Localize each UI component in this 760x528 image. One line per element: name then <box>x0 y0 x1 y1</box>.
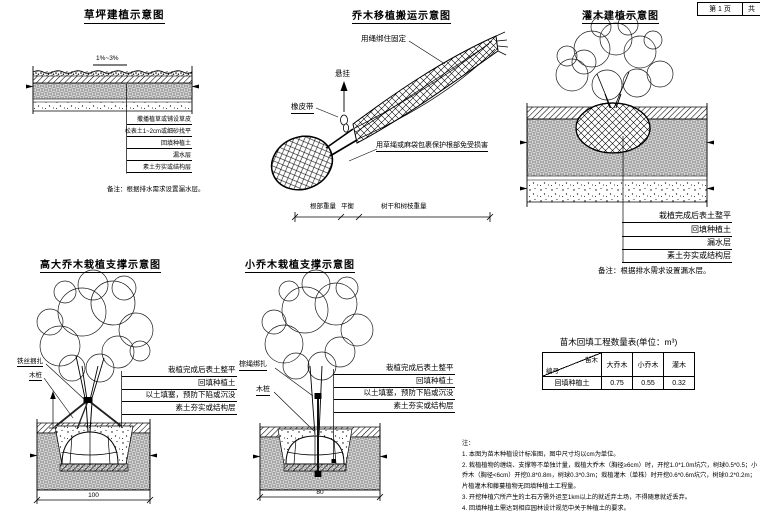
layer-label: 撒播植草或铺设草皮 <box>126 113 192 125</box>
callout-rubber-band: 橡皮带 <box>291 101 314 114</box>
page-number-cell: 第 1 页 <box>698 3 743 15</box>
dimension-ticks <box>291 213 494 221</box>
column-header: 大乔木 <box>602 353 633 376</box>
lawn-note: 备注：根据排水需求设置漏水层。 <box>107 186 205 193</box>
lawn-layer-labels: 撒播植草或铺设草皮 松表土1~2cm或细砂找平 回填种植土 漏水层 素土夯实或结… <box>125 113 192 173</box>
note-item: 4. 回填种植土需达到相应园林设计规范中关于种植土的要求。 <box>462 504 630 512</box>
row-label: 回填种植土 <box>543 377 602 389</box>
layer-label: 漏水层 <box>622 237 732 250</box>
corner-label-top: 苗木 <box>585 357 598 364</box>
shrub-section-drawing <box>520 14 714 263</box>
page-total-cell: 共 <box>748 6 755 13</box>
panel-title-lawn: 草坪建植示意图 <box>84 7 165 24</box>
note-item: 1. 本图为苗木种植设计标准图，图中尺寸均以cm为单位。 <box>462 450 620 458</box>
layer-label: 回填种植土 <box>333 375 455 388</box>
leader-line <box>45 363 85 400</box>
callout-stake: 木桩 <box>256 384 270 396</box>
layer-label: 栽植完成后表土整平 <box>121 365 237 378</box>
width-dimension-value: 80 <box>316 489 324 496</box>
panel-title-tall-tree: 高大乔木栽植支撑示意图 <box>40 256 161 273</box>
tall-tree-canopy <box>36 269 154 383</box>
layer-label: 素土夯实或结构层 <box>622 250 732 264</box>
cell-value: 0.75 <box>602 377 633 389</box>
lawn-section-drawing <box>26 64 199 174</box>
shrub-root-ball <box>575 102 651 154</box>
leader-line <box>408 40 446 65</box>
layer-label: 以土填塞，预防下陷或沉没 <box>121 390 237 403</box>
wire-binding-mark <box>83 397 93 403</box>
layer-label: 回填种植土 <box>622 223 732 237</box>
branch-tips <box>495 31 509 56</box>
panel-title-small-tree: 小乔木栽植支撑示意图 <box>245 256 355 273</box>
note-item: 3. 开挖种植穴所产生的土石方需外运至1km以上的就近弃土场，不得随意就近丢弃。 <box>462 493 691 501</box>
table-title: 苗木回填工程数量表(单位：m³) <box>559 337 678 347</box>
hang-arrow-head <box>340 81 348 91</box>
layer-label: 素土夯实或结构层 <box>333 400 455 414</box>
shrub-canopy <box>555 14 674 101</box>
width-dimension-value: 100 <box>88 492 99 499</box>
layer-label: 回填种植土 <box>126 137 192 149</box>
support-stake <box>76 400 89 430</box>
rope-binding-mark <box>314 393 322 399</box>
column-header: 灌木 <box>672 361 686 369</box>
panel-title-transport: 乔木移植搬运示意图 <box>352 7 451 24</box>
quantity-table: 苗木 编号 大乔木 小乔木 灌木 回填种植土 0.75 0.55 0.32 <box>542 352 695 390</box>
general-notes: 注： 1. 本图为苗木种植设计标准图，图中尺寸均以cm为单位。 2. 栽植植物的… <box>462 439 758 515</box>
leader-line <box>274 367 314 397</box>
corner-label-bottom: 编号 <box>546 368 559 375</box>
trunk-line <box>325 128 354 149</box>
small-tree-trunk <box>309 365 323 436</box>
table-corner-cell: 苗木 编号 <box>543 353 602 376</box>
layer-label: 松表土1~2cm或细砂找平 <box>125 125 192 137</box>
small-tree-drawing <box>253 269 387 501</box>
transport-drawing <box>270 31 509 222</box>
weight-label-trunk: 树干和树枝重量 <box>381 203 427 210</box>
callout-hang: 悬挂 <box>335 69 350 78</box>
callout-wire-binding: 铁丝捆扎 <box>17 355 43 367</box>
small-tree-layer-labels: 栽植完成后表土整平 回填种植土 以土填塞，预防下陷或沉没 素土夯实或结构层 <box>333 362 455 414</box>
layer-label: 漏水层 <box>126 149 192 161</box>
shrub-layer-labels: 栽植完成后表土整平 回填种植土 漏水层 素土夯实或结构层 <box>622 210 732 264</box>
callout-tie-rope: 用绳绑住固定 <box>361 34 406 43</box>
trunk-line <box>329 139 358 157</box>
tall-tree-trunk <box>75 355 105 401</box>
layer-label: 栽植完成后表土整平 <box>622 210 732 224</box>
note-item: 2. 栽植植物的缠绕、支撑等不单独计量，栽植大乔木（胸径≥6cm）时，开挖1.0… <box>462 461 758 491</box>
table-header-row: 苗木 编号 大乔木 小乔木 灌木 <box>543 353 694 377</box>
leader-line <box>273 391 315 432</box>
tall-tree-drawing <box>30 269 157 504</box>
slope-label: 1%~3% <box>96 55 119 62</box>
tall-tree-layer-labels: 栽植完成后表土整平 回填种植土 以土填塞，预防下陷或沉没 素土夯实或结构层 <box>121 365 237 415</box>
layer-label: 以土填塞，预防下陷或沉没 <box>333 388 455 401</box>
rubber-band-loop <box>342 123 349 133</box>
small-tree-canopy <box>261 269 374 381</box>
page-number-box: 第 1 页 共 <box>697 2 760 16</box>
column-header: 小乔木 <box>633 353 664 376</box>
layer-label: 素土夯实或结构层 <box>126 161 192 173</box>
leader-line <box>348 148 378 162</box>
leader-line <box>43 377 74 419</box>
weight-label-root: 根部重量 <box>310 203 336 210</box>
leader-line <box>315 107 339 118</box>
layer-label: 素土夯实或结构层 <box>121 402 237 415</box>
support-stakes <box>55 400 122 427</box>
callout-root-wrap: 用草绳或麻袋包裹保护根部免受损害 <box>376 140 488 152</box>
transport-root-ball <box>270 135 334 191</box>
cell-value: 0.55 <box>633 377 664 389</box>
callout-palm-rope: 棕绳绑扎 <box>239 359 267 371</box>
layer-label: 栽植完成后表土整平 <box>333 362 455 375</box>
weight-label-balance: 平衡 <box>341 203 354 210</box>
small-tree-root-ball <box>285 435 345 465</box>
notes-heading: 注： <box>462 440 475 447</box>
layer-label: 回填种植土 <box>121 377 237 390</box>
table-row: 回填种植土 0.75 0.55 0.32 <box>543 377 694 389</box>
cell-value: 0.32 <box>672 379 686 387</box>
callout-stake: 木桩 <box>29 369 42 381</box>
shrub-note: 备注：根据排水需求设置漏水层。 <box>598 266 711 275</box>
panel-title-shrub: 灌木建植示意图 <box>582 7 659 24</box>
